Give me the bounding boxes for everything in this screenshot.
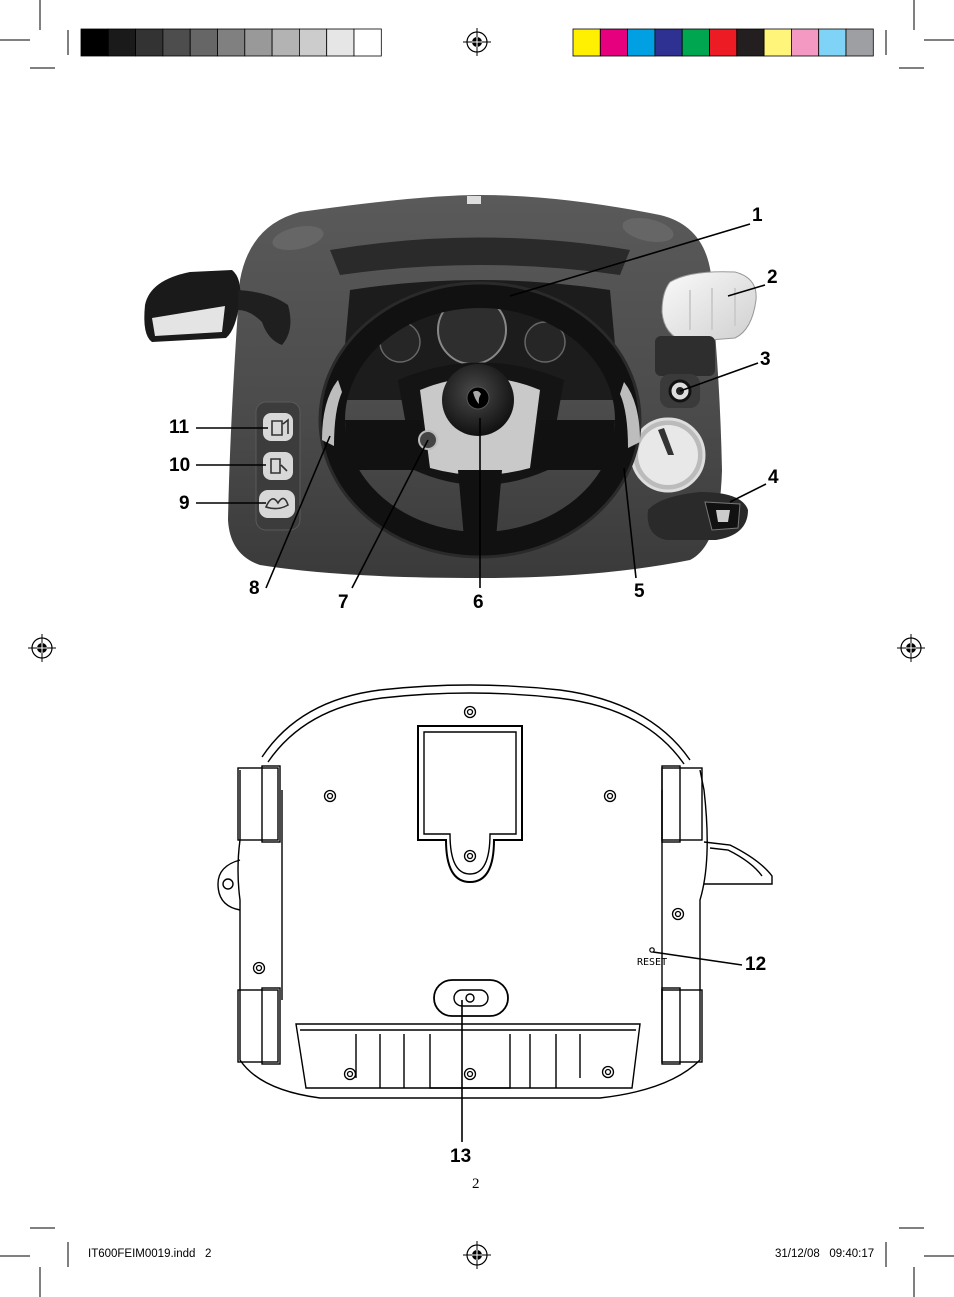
swatch xyxy=(271,28,300,57)
right-speaker xyxy=(622,217,674,243)
swatch xyxy=(189,28,218,57)
screw xyxy=(252,961,266,975)
callout-9: 9 xyxy=(179,493,190,514)
swatch xyxy=(298,28,328,57)
swatch xyxy=(353,28,382,57)
screw xyxy=(463,849,477,863)
swatch xyxy=(763,28,792,57)
screw-center xyxy=(606,792,614,800)
wheel-front-left xyxy=(237,767,279,841)
callout-11: 11 xyxy=(169,417,190,438)
grey-calibration-bar xyxy=(80,28,382,57)
screw xyxy=(671,907,685,921)
callout-10: 10 xyxy=(169,455,191,476)
screw xyxy=(601,1065,615,1079)
swatch xyxy=(135,28,164,57)
page-number: 2 xyxy=(472,1176,480,1192)
screw xyxy=(323,789,337,803)
screw xyxy=(463,1067,477,1081)
screw xyxy=(603,789,617,803)
button-11[interactable] xyxy=(263,413,293,441)
registration-mark-left xyxy=(28,634,56,662)
wheel-front-right xyxy=(661,767,703,841)
swatch xyxy=(217,28,246,57)
swatch xyxy=(107,28,137,57)
screw-center xyxy=(466,852,474,860)
swatch xyxy=(681,28,710,57)
callout-8: 8 xyxy=(249,578,260,599)
swatch xyxy=(326,28,355,57)
underside-body xyxy=(237,769,708,1099)
swatch xyxy=(791,28,820,57)
screw-center xyxy=(255,964,263,972)
fuse-slot[interactable] xyxy=(433,979,509,1017)
screw-center xyxy=(674,910,682,918)
right-paddle[interactable] xyxy=(620,382,640,448)
battery-cover xyxy=(417,725,523,884)
left-speaker xyxy=(272,225,324,251)
swatch xyxy=(736,28,765,57)
top-badge xyxy=(467,196,481,204)
callout-leaders xyxy=(196,223,767,589)
screw-center xyxy=(604,1068,612,1076)
swatch xyxy=(709,28,738,57)
screw-center xyxy=(346,1070,354,1078)
rear-vents xyxy=(355,1034,581,1088)
reset-hole[interactable] xyxy=(649,947,655,953)
registration-mark-bottom xyxy=(463,1241,491,1269)
steering-wheel[interactable] xyxy=(318,281,642,559)
screws xyxy=(252,705,685,1081)
screw-center xyxy=(326,792,334,800)
wheel-rear-right xyxy=(661,989,703,1063)
screw xyxy=(343,1067,357,1081)
dashboard-illustration xyxy=(144,195,767,589)
swatch xyxy=(599,28,628,57)
registration-mark-right xyxy=(897,634,925,662)
screw-center xyxy=(466,1070,474,1078)
slug-datetime: 31/12/08 09:40:17 xyxy=(775,1248,875,1260)
swatch xyxy=(845,28,874,57)
callout-13: 13 xyxy=(450,1146,472,1167)
callout-3: 3 xyxy=(760,349,771,370)
swatch xyxy=(627,28,656,57)
screw xyxy=(463,705,477,719)
registration-mark-top xyxy=(463,28,491,56)
button-9[interactable] xyxy=(259,490,295,518)
wheel-rear-left xyxy=(237,989,279,1063)
slug-filename: IT600FEIM0019.indd 2 xyxy=(88,1248,212,1260)
callout-2: 2 xyxy=(767,267,778,288)
reset-label: RESET xyxy=(637,957,667,968)
swatch xyxy=(244,28,273,57)
screw-center xyxy=(466,708,474,716)
callout-5: 5 xyxy=(634,581,645,602)
swatch xyxy=(80,28,109,57)
callout-1: 1 xyxy=(752,205,763,226)
left-paddle[interactable] xyxy=(322,380,342,446)
swatch xyxy=(572,28,601,57)
callout-12: 12 xyxy=(745,954,767,975)
callout-7: 7 xyxy=(338,592,349,613)
gear-lever[interactable] xyxy=(661,271,757,343)
color-calibration-bar xyxy=(572,28,874,57)
callout-4: 4 xyxy=(768,467,779,488)
callout-6: 6 xyxy=(473,592,484,613)
swatch xyxy=(818,28,847,57)
